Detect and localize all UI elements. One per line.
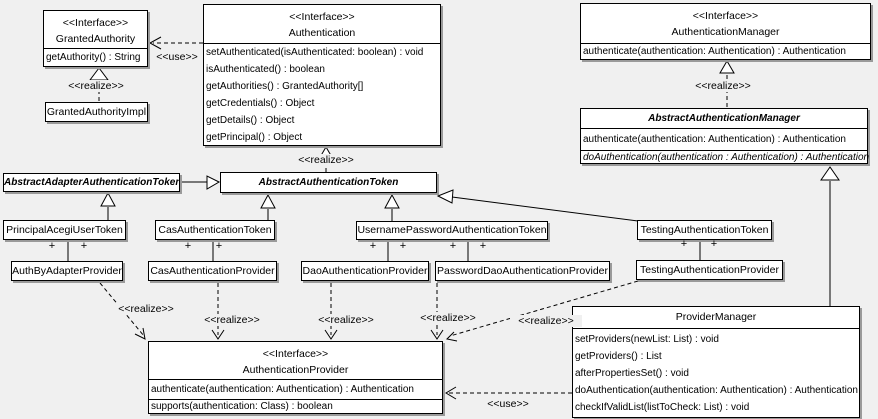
method: isAuthenticated() : boolean	[206, 64, 325, 75]
method: authenticate(authentication: Authenticat…	[583, 134, 846, 145]
method: getAuthorities() : GrantedAuthority[]	[206, 81, 364, 92]
multiplicity-label: +	[48, 240, 56, 252]
relationship-label-realize: <<realize>>	[196, 314, 268, 326]
multiplicity-label: +	[80, 240, 88, 252]
class-box-username-password-authentication-token: UsernamePasswordAuthenticationToken	[356, 221, 548, 240]
relationship-label-realize: <<realize>>	[510, 315, 582, 327]
class-name: AuthenticationManager	[671, 26, 780, 38]
class-box-abstract-adapter-authentication-token: AbstractAdapterAuthenticationToken	[3, 173, 180, 192]
class-name: Authentication	[288, 27, 356, 39]
generalization-lines	[100, 166, 840, 306]
method: afterPropertiesSet() : void	[575, 368, 689, 379]
class-header: <<Interface>> GrantedAuthority	[44, 11, 147, 48]
class-name: TestingAuthenticationToken	[640, 224, 769, 236]
class-box-auth-by-adapter-provider: AuthByAdapterProvider	[11, 261, 123, 281]
method: getPrincipal() : Object	[206, 132, 303, 143]
operations-compartment: authenticate(authentication: Authenticat…	[581, 128, 870, 164]
class-header: <<Interface>> AuthenticationManager	[581, 4, 870, 43]
class-box-authentication: <<Interface>> Authentication setAuthenti…	[203, 4, 441, 146]
class-box-provider-manager: ProviderManager setProviders(newList: Li…	[572, 306, 860, 418]
method: setProviders(newList: List) : void	[575, 334, 719, 345]
association-lines	[67, 240, 701, 261]
class-box-password-dao-authentication-provider: PasswordDaoAuthenticationProvider	[435, 261, 610, 281]
multiplicity-label: +	[184, 240, 192, 252]
class-name: AbstractAdapterAuthenticationToken	[4, 177, 180, 188]
relationship-label-realize: <<realize>>	[110, 303, 182, 315]
class-name: PasswordDaoAuthenticationProvider	[436, 265, 608, 277]
relationship-label-realize: <<realize>>	[290, 154, 362, 166]
method: getAuthority() : String	[46, 52, 141, 63]
method: getCredentials() : Object	[206, 98, 315, 109]
class-box-granted-authority-impl: GrantedAuthorityImpl	[45, 102, 148, 122]
operations-compartment: setProviders(newList: List) : void getPr…	[573, 328, 859, 416]
relationship-label-use: <<use>>	[482, 398, 534, 410]
multiplicity-label: +	[369, 240, 377, 252]
class-name: DaoAuthenticationProvider	[302, 265, 428, 277]
multiplicity-label: +	[479, 240, 487, 252]
class-box-granted-authority: <<Interface>> GrantedAuthority getAuthor…	[43, 10, 148, 67]
operations-compartment: setAuthenticated(isAuthenticated: boolea…	[204, 43, 440, 146]
stereotype-label: <<Interface>>	[289, 11, 355, 23]
class-name: CasAuthenticationToken	[158, 224, 272, 236]
class-name: CasAuthenticationProvider	[150, 265, 275, 277]
operations-compartment: authenticate(authentication: Authenticat…	[581, 43, 870, 59]
stereotype-label: <<Interface>>	[62, 17, 129, 29]
arrowheads	[89, 36, 735, 400]
class-name: ProviderManager	[675, 311, 757, 323]
method: setAuthenticated(isAuthenticated: boolea…	[206, 47, 424, 58]
class-name: AuthenticationProvider	[242, 364, 349, 376]
class-name: TestingAuthenticationProvider	[640, 264, 779, 276]
class-header: <<Interface>> Authentication	[204, 5, 440, 43]
multiplicity-label: +	[215, 240, 223, 252]
class-header: <<Interface>> AuthenticationProvider	[149, 342, 442, 379]
method: checkIfValidList(listToCheck: List) : vo…	[575, 402, 750, 413]
method: doAuthentication(authentication : Authen…	[581, 150, 870, 163]
method: getDetails() : Object	[206, 115, 295, 126]
relationship-label-realize: <<realize>>	[310, 314, 382, 326]
class-box-authentication-manager: <<Interface>> AuthenticationManager auth…	[580, 3, 871, 60]
multiplicity-label: +	[399, 240, 407, 252]
class-name: AbstractAuthenticationManager	[648, 113, 800, 124]
class-box-principal-acegi-user-token: PrincipalAcegiUserToken	[3, 220, 126, 240]
operations-compartment: authenticate(authentication: Authenticat…	[149, 379, 442, 414]
multiplicity-label: +	[710, 238, 718, 250]
class-box-abstract-authentication-token: AbstractAuthenticationToken	[220, 172, 437, 193]
method: getProviders() : List	[575, 351, 662, 362]
method: authenticate(authentication: Authenticat…	[151, 384, 414, 395]
class-name: GrantedAuthority	[55, 33, 136, 45]
class-name: GrantedAuthorityImpl	[46, 106, 147, 118]
class-box-dao-authentication-provider: DaoAuthenticationProvider	[301, 261, 429, 281]
class-name: UsernamePasswordAuthenticationToken	[357, 224, 547, 236]
class-name: AuthByAdapterProvider	[12, 265, 122, 277]
method: supports(authentication: Class) : boolea…	[149, 399, 442, 414]
class-box-cas-authentication-token: CasAuthenticationToken	[155, 220, 275, 240]
method: doAuthentication(authentication: Authent…	[575, 385, 858, 396]
class-box-testing-authentication-token: TestingAuthenticationToken	[637, 220, 772, 240]
class-name: PrincipalAcegiUserToken	[6, 224, 123, 236]
class-box-testing-authentication-provider: TestingAuthenticationProvider	[636, 260, 783, 280]
multiplicity-label: +	[449, 240, 457, 252]
method: authenticate(authentication: Authenticat…	[583, 46, 846, 57]
relationship-label-use: <<use>>	[153, 51, 201, 63]
relationship-label-realize: <<realize>>	[60, 80, 132, 92]
class-box-abstract-authentication-manager: AbstractAuthenticationManager authentica…	[580, 108, 870, 164]
class-name: AbstractAuthenticationToken	[258, 177, 399, 188]
class-box-cas-authentication-provider: CasAuthenticationProvider	[148, 261, 277, 281]
stereotype-label: <<Interface>>	[692, 10, 759, 22]
relationship-label-realize: <<realize>>	[412, 312, 484, 324]
class-box-authentication-provider: <<Interface>> AuthenticationProvider aut…	[148, 341, 443, 414]
relationship-label-realize: <<realize>>	[687, 80, 759, 92]
operations-compartment: getAuthority() : String	[44, 48, 147, 66]
multiplicity-label: +	[680, 238, 688, 250]
stereotype-label: <<Interface>>	[262, 348, 329, 360]
